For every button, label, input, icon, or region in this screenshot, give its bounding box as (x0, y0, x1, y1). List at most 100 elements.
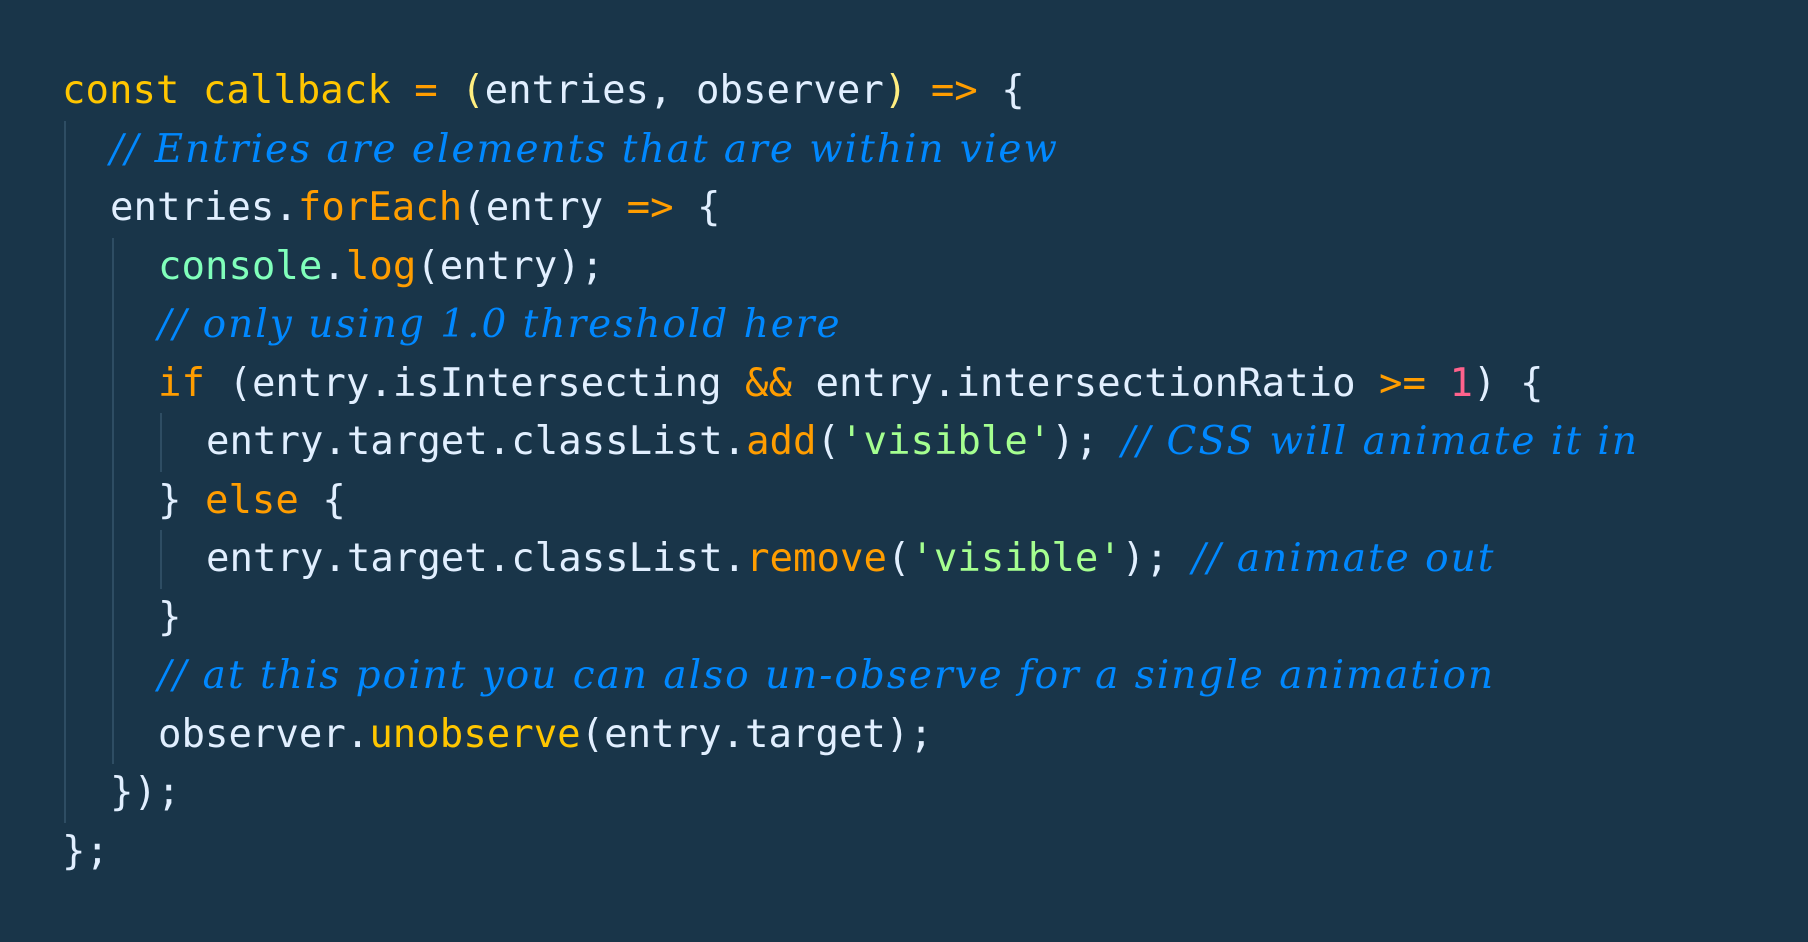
code-token-punct: }); (110, 770, 181, 815)
code-token-ident: entry (485, 185, 604, 230)
code-token-punct: , (649, 68, 697, 113)
code-token-punct (722, 361, 745, 406)
code-token-fn-name: unobserve (369, 711, 581, 757)
code-token-op: => (626, 185, 674, 230)
code-line: // at this point you can also un-observe… (62, 647, 1639, 706)
indent-guide (112, 530, 114, 589)
code-token-punct (1356, 361, 1379, 406)
code-token-punct: { (673, 185, 721, 230)
code-token-ident: classList (511, 536, 723, 581)
code-block[interactable]: const callback = (entries, observer) => … (62, 62, 1639, 881)
code-token-paren: ) (883, 68, 908, 113)
code-token-punct: . (323, 536, 347, 581)
indent-guide (64, 120, 66, 179)
code-token-ident: target (346, 419, 488, 464)
code-token-comment: // at this point you can also un-observe… (158, 653, 1496, 698)
code-token-punct: . (722, 419, 747, 464)
code-token-punct: . (722, 536, 747, 581)
indent-guide (112, 647, 114, 706)
code-token-punct: ); (1121, 536, 1169, 581)
code-token-kw-ctrl: if (158, 360, 205, 406)
indent-guide (64, 354, 66, 413)
code-token-method: forEach (297, 185, 463, 230)
code-token-punct: ( (580, 711, 605, 757)
indent-guide (112, 413, 114, 472)
indent-guide (64, 764, 66, 823)
code-token-punct: . (721, 711, 746, 757)
code-token-punct (181, 478, 204, 523)
indent-guide (160, 413, 162, 472)
code-line: } else { (62, 471, 1639, 530)
code-token-punct (1098, 419, 1121, 464)
indent-guide (112, 588, 114, 647)
code-token-punct: ( (886, 536, 911, 581)
indent-guide (112, 471, 114, 530)
code-line: if (entry.isIntersecting && entry.inters… (62, 354, 1639, 413)
code-token-punct: . (487, 536, 512, 581)
code-token-ident: entry (206, 419, 324, 464)
code-token-punct: ( (816, 419, 841, 464)
code-token-punct (792, 361, 815, 406)
code-token-punct (603, 185, 626, 230)
code-token-punct: . (274, 185, 298, 230)
code-token-punct (179, 68, 202, 113)
code-token-ident: entry (206, 536, 324, 581)
indent-guide (64, 588, 66, 647)
code-token-ident: observer (158, 711, 346, 757)
code-token-op: && (745, 360, 793, 406)
indent-guide (64, 237, 66, 296)
code-token-punct: . (323, 419, 347, 464)
code-line: entry.target.classList.remove('visible')… (62, 530, 1639, 589)
code-token-paren: ( (461, 68, 485, 113)
indent-guide (64, 705, 66, 764)
code-line: const callback = (entries, observer) => … (62, 62, 1639, 121)
indent-guide (64, 179, 66, 238)
code-token-punct: } (158, 594, 182, 640)
code-token-str: 'visible' (840, 419, 1052, 464)
indent-guide (64, 296, 66, 355)
indent-guide (112, 296, 114, 355)
code-token-punct (1169, 536, 1192, 581)
code-token-punct: . (345, 711, 370, 757)
indent-guide (64, 413, 66, 472)
code-token-ident: entry (439, 243, 558, 289)
code-token-ident: target (745, 711, 886, 757)
code-token-punct (1426, 361, 1449, 406)
code-token-comment: // Entries are elements that are within … (110, 126, 1059, 172)
code-token-punct (907, 68, 930, 113)
code-token-ident: entry (815, 360, 933, 406)
code-token-punct (391, 68, 414, 113)
code-token-punct: { (298, 477, 346, 523)
code-line: console.log(entry); (62, 237, 1639, 296)
code-token-ident: classList (511, 419, 723, 464)
code-token-punct: ); (885, 711, 933, 757)
code-token-punct: ( (204, 360, 252, 406)
code-token-ident: entries (110, 185, 275, 230)
code-token-ident: observer (696, 68, 884, 113)
code-token-comment: // only using 1.0 threshold here (158, 302, 842, 347)
indent-guide (112, 354, 114, 413)
code-token-str: 'visible' (910, 536, 1122, 581)
code-token-op: = (414, 68, 438, 113)
code-line: }; (62, 823, 1639, 882)
code-token-ident: entry (251, 360, 370, 406)
code-token-punct: ); (1051, 419, 1099, 464)
code-token-punct: ) { (1472, 360, 1544, 406)
code-token-comment: // CSS will animate it in (1121, 419, 1640, 464)
indent-guide (112, 237, 114, 296)
code-token-punct: . (322, 243, 346, 289)
code-token-comment: // animate out (1192, 536, 1496, 581)
code-token-punct: } (158, 477, 182, 523)
code-token-ident: entries (484, 68, 650, 113)
code-token-method: add (746, 419, 817, 464)
code-token-punct (438, 68, 461, 113)
code-token-method: remove (746, 536, 887, 581)
code-line: entries.forEach(entry => { (62, 179, 1639, 238)
code-line: // only using 1.0 threshold here (62, 296, 1639, 355)
code-token-num: 1 (1449, 360, 1473, 406)
code-token-ident: isIntersecting (392, 360, 722, 406)
code-line: }); (62, 764, 1639, 823)
indent-guide (160, 530, 162, 589)
code-token-punct: . (369, 360, 393, 406)
